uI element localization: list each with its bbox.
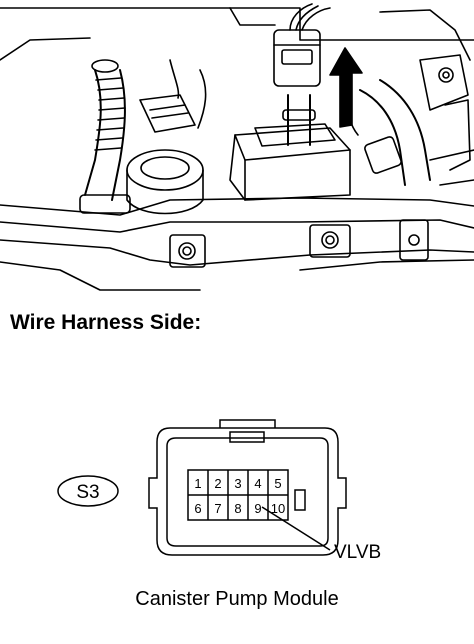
hose-clamp xyxy=(79,194,131,214)
body-panel-line xyxy=(429,149,474,161)
pin-number: 10 xyxy=(271,501,285,516)
connector-code-badge xyxy=(57,475,119,507)
harness-wires xyxy=(301,7,331,31)
connector-latch xyxy=(229,431,265,443)
pin-number: 9 xyxy=(254,501,261,516)
engine-illustration xyxy=(0,3,474,291)
connector-key xyxy=(294,489,306,511)
body-panel-line xyxy=(379,9,471,61)
body-panel-line xyxy=(0,37,91,61)
pin-number: 5 xyxy=(274,476,281,491)
harness-wires xyxy=(295,5,319,31)
mount-bracket xyxy=(444,99,471,171)
pin-number: 8 xyxy=(234,501,241,516)
bracket-hole xyxy=(178,242,196,260)
round-fitting-inner xyxy=(140,156,190,180)
pump-housing xyxy=(229,127,351,201)
hose-left xyxy=(84,69,102,196)
hose-end xyxy=(91,59,119,73)
harness-connector xyxy=(273,29,321,87)
pump-housing-top xyxy=(254,123,336,147)
connector-code: S3 xyxy=(76,482,99,503)
lower-bracket xyxy=(309,224,351,258)
connector-diagram: 1 2 3 4 5 6 7 8 9 10 S3 VLVB xyxy=(57,419,381,563)
small-connector xyxy=(149,104,186,111)
connector-inner-outline xyxy=(166,437,329,547)
pin-number: 4 xyxy=(254,476,261,491)
small-connector xyxy=(139,94,196,133)
hose-right xyxy=(347,94,359,136)
pin-number: 6 xyxy=(194,501,201,516)
connector-latch xyxy=(219,419,276,428)
small-connector xyxy=(151,112,189,119)
wire xyxy=(169,59,180,99)
support-rail xyxy=(0,197,474,216)
pin-number: 7 xyxy=(214,501,221,516)
pin-number: 1 xyxy=(194,476,201,491)
harness-wires xyxy=(289,3,313,31)
body-panel-line xyxy=(439,179,474,186)
support-rail xyxy=(0,219,474,233)
callout-label: VLVB xyxy=(334,542,381,563)
pull-up-arrow-icon xyxy=(329,47,363,128)
bracket-hole xyxy=(325,235,335,245)
bracket-hole xyxy=(182,246,192,256)
hose-right xyxy=(379,79,431,181)
lower-bracket xyxy=(169,234,206,268)
bracket-hole xyxy=(442,71,450,79)
lower-bracket xyxy=(399,219,429,261)
connector-collar xyxy=(282,109,316,121)
hose-left xyxy=(111,69,126,201)
round-fitting xyxy=(126,169,204,215)
bracket-hole xyxy=(408,234,420,246)
hose-clamp xyxy=(364,136,402,174)
section-heading: Wire Harness Side: xyxy=(10,311,202,334)
diagram-caption: Canister Pump Module xyxy=(135,588,339,610)
body-panel-line xyxy=(229,7,276,26)
harness-connector-latch xyxy=(281,49,313,65)
pump-housing xyxy=(234,134,351,161)
support-rail xyxy=(299,259,474,271)
round-fitting xyxy=(126,149,204,191)
callout-leader-line xyxy=(261,506,331,551)
bracket-hole xyxy=(438,67,454,83)
hose-ribs xyxy=(94,77,126,151)
mount-bracket xyxy=(419,54,469,111)
connector-outline xyxy=(148,427,347,556)
wire xyxy=(197,69,207,129)
body-panel-line xyxy=(0,7,474,41)
hose-right xyxy=(359,89,406,186)
bracket-hole xyxy=(321,231,339,249)
pin-number: 3 xyxy=(234,476,241,491)
pin-number: 2 xyxy=(214,476,221,491)
support-rail xyxy=(0,239,474,266)
support-rail xyxy=(0,261,201,291)
